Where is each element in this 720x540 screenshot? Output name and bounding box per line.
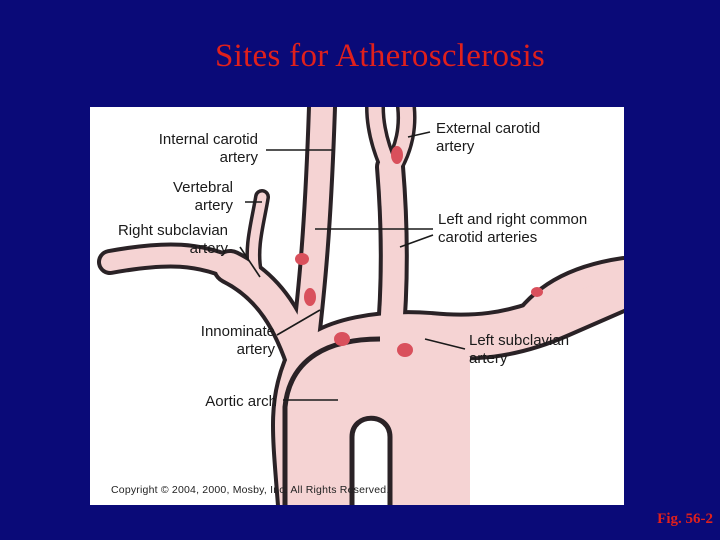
label-right-subclavian-2: artery xyxy=(190,240,229,257)
plaque-right-subclavian xyxy=(295,253,309,265)
leader-external-carotid xyxy=(407,131,431,138)
diagram-labels: Internal carotid artery External carotid… xyxy=(118,120,587,410)
leader-innominate xyxy=(276,309,321,336)
copyright-notice: Copyright © 2004, 2000, Mosby, Inc. All … xyxy=(111,484,390,496)
plaque-far-left-subclavian xyxy=(531,287,543,297)
label-innominate-1: Innominate xyxy=(201,323,275,340)
label-left-subclavian-2: artery xyxy=(469,350,508,367)
plaque-left-subclavian xyxy=(397,343,413,357)
label-internal-carotid-2: artery xyxy=(220,149,259,166)
plaque-innominate xyxy=(304,288,316,306)
artery-diagram-panel: Internal carotid artery External carotid… xyxy=(90,107,624,505)
arch-inner-loop xyxy=(349,415,393,505)
plaque-external-carotid xyxy=(391,146,403,164)
leader-left-subclavian xyxy=(424,338,466,350)
label-external-carotid-2: artery xyxy=(436,138,475,155)
label-right-subclavian-1: Right subclavian xyxy=(118,222,228,239)
label-innominate-2: artery xyxy=(237,341,276,358)
leader-right-subclavian xyxy=(239,246,261,278)
label-vertebral-2: artery xyxy=(195,197,234,214)
slide-title: Sites for Atherosclerosis xyxy=(214,38,546,74)
figure-reference: Fig. 56-2 xyxy=(657,511,713,527)
label-common-carotid-2: carotid arteries xyxy=(438,229,537,246)
aortic-trunk-body xyxy=(282,336,470,505)
artery-diagram: Internal carotid artery External carotid… xyxy=(97,107,624,505)
plaque-deposits xyxy=(295,146,543,357)
label-left-subclavian-1: Left subclavian xyxy=(469,332,569,349)
label-aortic-arch: Aortic arch xyxy=(205,393,277,410)
leader-common-carotid-b xyxy=(399,234,434,248)
label-common-carotid-1: Left and right common xyxy=(438,211,587,228)
plaque-bifurcation xyxy=(334,332,350,346)
label-vertebral-1: Vertebral xyxy=(173,179,233,196)
label-external-carotid-1: External carotid xyxy=(436,120,540,137)
leader-lines xyxy=(239,131,466,401)
label-internal-carotid-1: Internal carotid xyxy=(159,131,258,148)
